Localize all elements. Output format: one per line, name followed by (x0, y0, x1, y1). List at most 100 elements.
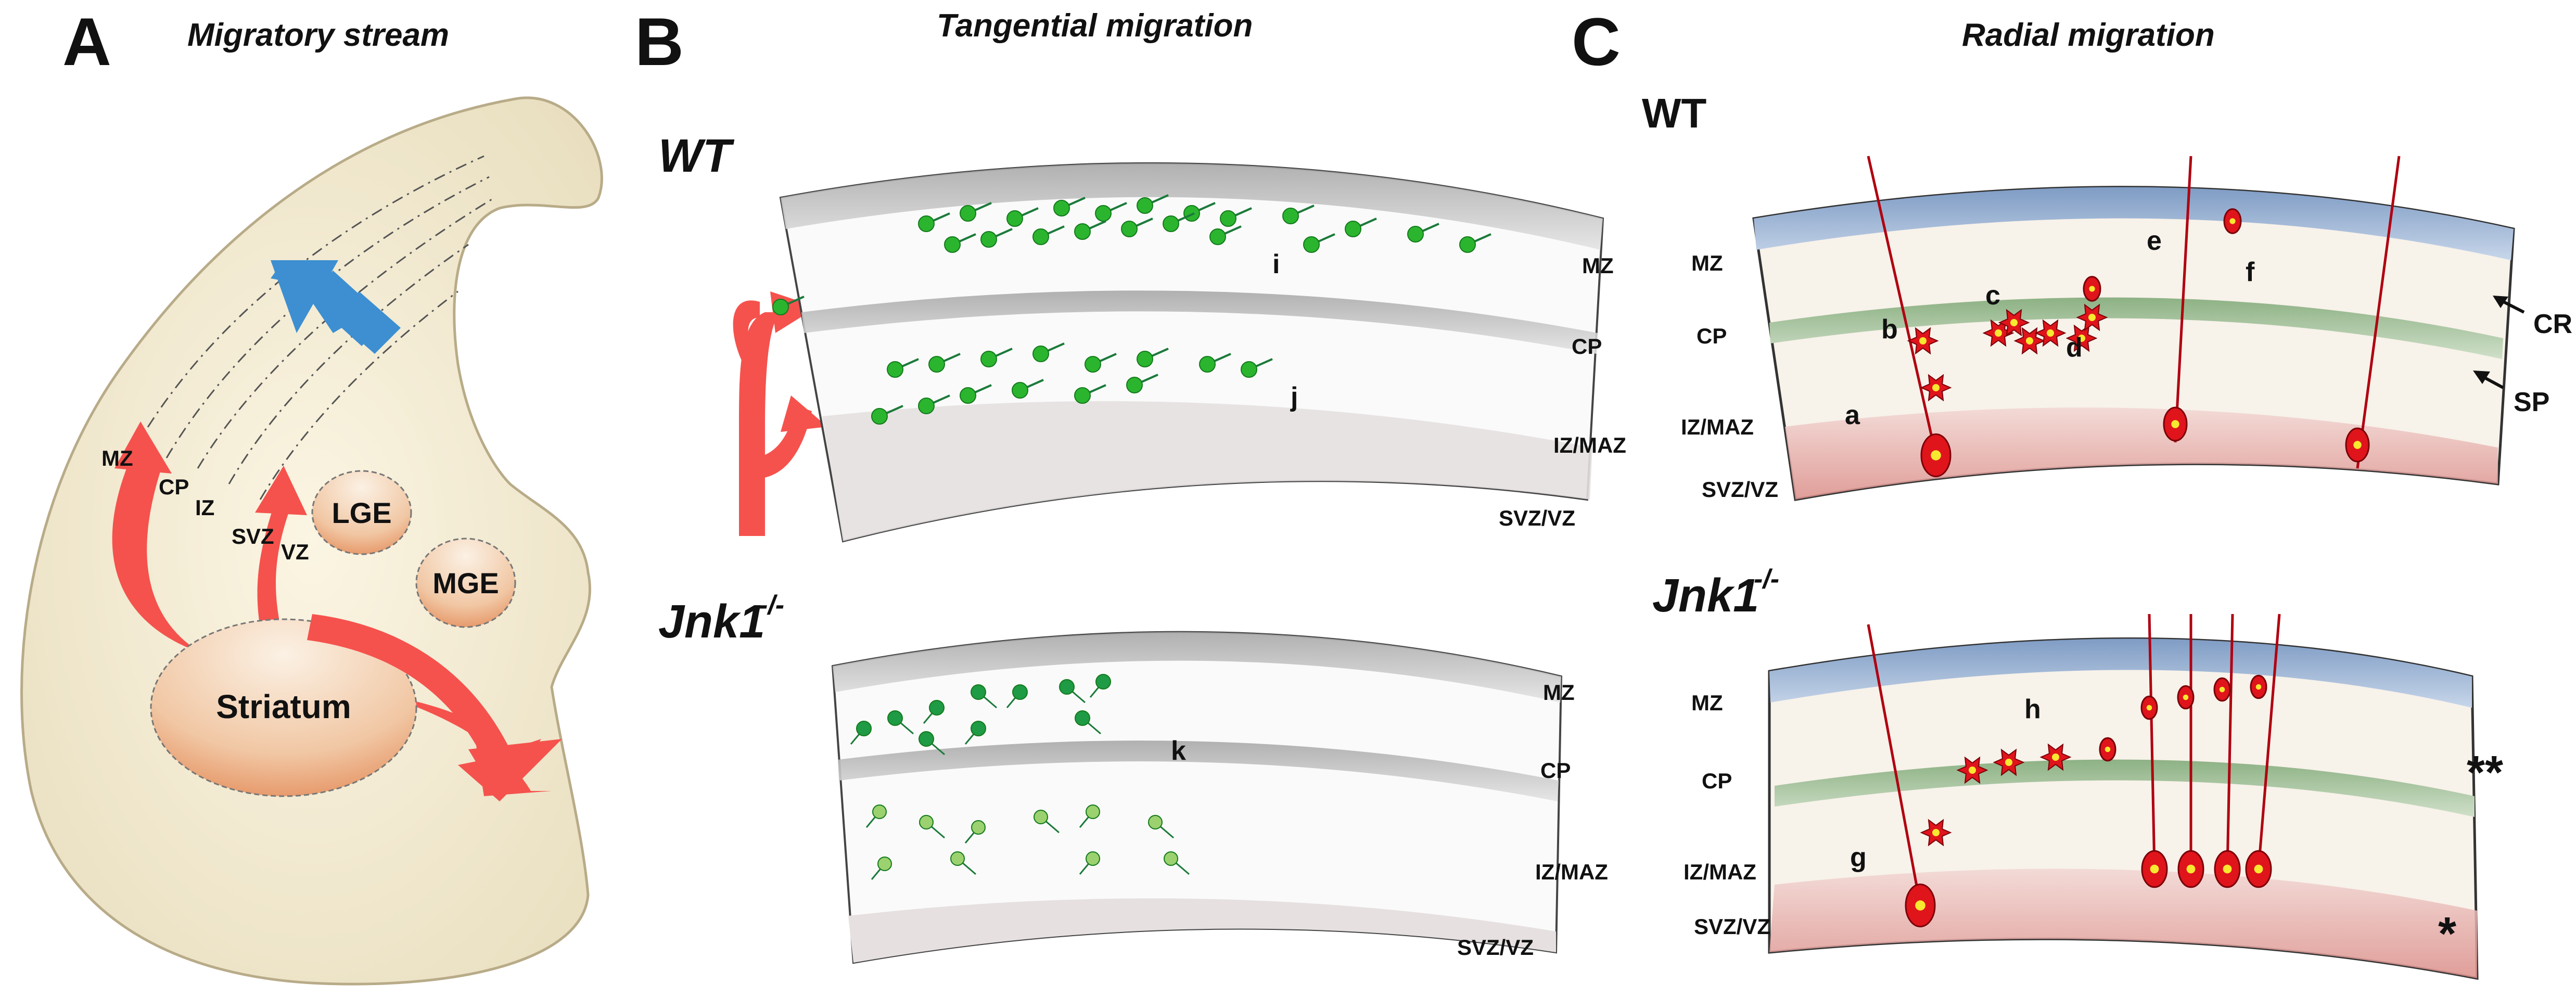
panel-b-wt-interneurons (772, 194, 1491, 425)
interneuron-soma (1183, 205, 1200, 222)
panel-c-jnk-layer-cp: CP (1702, 769, 1732, 793)
radial-glia-fiber (1867, 624, 1922, 906)
interneuron-soma (1086, 805, 1100, 819)
interneuron-soma (1148, 815, 1163, 829)
interneuron-soma (1074, 387, 1091, 404)
multipolar-nucleus (2088, 314, 2096, 321)
radial-neuron-nucleus (2255, 684, 2262, 690)
multipolar-nucleus (2078, 335, 2085, 342)
panel-c-jnk-superscript: -/- (1754, 564, 1779, 594)
panel-b-wt-genotype: WT (658, 130, 735, 182)
panel-b-jnk-layer-mz: MZ (1543, 680, 1575, 705)
panel-c-jnk-genotype: Jnk1 (1652, 570, 1759, 622)
panel-b-jnk-genotype: Jnk1 (658, 596, 765, 648)
radial-neuron-nucleus (2254, 864, 2263, 874)
interneuron-soma (960, 205, 976, 222)
single-asterisk: * (2438, 908, 2456, 960)
interneuron-soma (1074, 223, 1091, 240)
interneuron-soma (877, 857, 892, 871)
panel-c: C Radial migration WT MZ CP IZ/MAZ SVZ/V… (1572, 4, 2572, 980)
radial-neuron-nucleus (2219, 686, 2225, 693)
radial-glia-fiber (2148, 614, 2156, 870)
blue-arrow-head (271, 260, 338, 333)
radial-neuron-nucleus (2105, 746, 2111, 752)
interneuron-soma (887, 361, 903, 378)
interneuron-soma (1163, 215, 1179, 232)
tangential-entry-arrow (733, 291, 827, 536)
panel-b-jnk-superscript: -/- (759, 590, 784, 620)
interneuron-soma (1121, 221, 1138, 237)
interneuron-soma (1199, 356, 1216, 373)
multipolar-nucleus (2047, 329, 2054, 337)
lge-label: LGE (331, 496, 391, 529)
radial-neuron-nucleus (2223, 864, 2232, 874)
panel-c-jnk-layer-svzvz: SVZ/VZ (1694, 914, 1770, 939)
panel-b-letter: B (635, 4, 684, 80)
interneuron-soma (872, 805, 887, 819)
panel-c-title: Radial migration (1962, 17, 2215, 53)
lge-region (311, 470, 412, 555)
interneuron-soma (980, 231, 997, 248)
interneuron-soma (1032, 346, 1049, 362)
radial-neuron-nucleus (2146, 705, 2152, 711)
panel-c-wt-radial-glia (1867, 156, 2401, 469)
panel-c-wt-neurons (1907, 208, 2370, 478)
interneuron-soma (1241, 361, 1257, 378)
interneuron-soma (1407, 226, 1424, 242)
panel-b-label-j: j (1290, 382, 1298, 412)
panel-a-letter: A (62, 4, 111, 80)
panel-b-wt-slice (779, 162, 1604, 543)
radial-glia-fiber (2257, 614, 2281, 870)
radial-glia-fiber (2356, 156, 2401, 469)
interneuron-soma (1303, 236, 1320, 253)
interneuron-soma (1032, 228, 1049, 245)
interneuron-soma (918, 215, 935, 232)
panel-c-jnk-layer-izmaz: IZ/MAZ (1684, 860, 1756, 884)
panel-b-title: Tangential migration (937, 8, 1253, 44)
blue-arrow-shaft (307, 271, 388, 346)
interneuron-soma (1095, 205, 1112, 222)
interneuron-soma (944, 236, 961, 253)
interneuron-soma (1209, 228, 1226, 245)
panel-c-event-a: a (1845, 400, 1860, 430)
panel-c-wt-layer-svzvz: SVZ/VZ (1702, 477, 1778, 502)
interneuron-soma (1345, 221, 1361, 237)
cr-arrowhead (2493, 296, 2508, 308)
mge-label: MGE (432, 567, 499, 599)
sp-arrowhead (2473, 371, 2490, 384)
stream-arrowhead-upper (255, 466, 307, 515)
interneuron-soma (1459, 236, 1476, 253)
panel-c-event-h: h (2024, 694, 2041, 724)
radial-neuron-nucleus (2229, 218, 2236, 224)
panel-c-jnk-neurons (1905, 674, 2272, 928)
interneuron-soma (1034, 810, 1048, 824)
panel-c-event-g: g (1850, 842, 1867, 873)
panel-b-wt-layer-izmaz: IZ/MAZ (1553, 433, 1626, 457)
multipolar-nucleus (2005, 759, 2012, 766)
radial-neuron-nucleus (1931, 450, 1941, 461)
multipolar-nucleus (2052, 754, 2059, 761)
panel-b-wt-layer-cp: CP (1572, 334, 1602, 359)
radial-glia-fiber (2226, 614, 2234, 870)
multipolar-nucleus (2026, 337, 2033, 344)
interneuron-soma (971, 820, 986, 835)
striatum-region (150, 618, 417, 797)
radial-neuron-nucleus (2186, 864, 2196, 874)
panel-c-event-c: c (1985, 280, 2000, 311)
interneuron-soma (928, 356, 945, 373)
interneuron-soma (772, 299, 789, 315)
multipolar-nucleus (2010, 319, 2018, 326)
radial-neuron-nucleus (2353, 441, 2362, 449)
panel-c-jnk-layer-mz: MZ (1691, 691, 1723, 715)
interneuron-soma (919, 731, 934, 747)
panel-b-jnk-slice (831, 631, 1563, 964)
interneuron-soma (887, 710, 903, 726)
panel-c-event-b: b (1881, 314, 1898, 344)
interneuron-soma (1059, 679, 1075, 695)
panel-b-jnk-layer-svzvz: SVZ/VZ (1457, 935, 1534, 960)
interneuron-soma (1137, 197, 1153, 214)
panel-c-wt-slice (1752, 186, 2515, 501)
interneuron-soma (1012, 382, 1028, 399)
interneuron-soma (1086, 851, 1100, 866)
panel-a-cp-label: CP (159, 475, 189, 499)
